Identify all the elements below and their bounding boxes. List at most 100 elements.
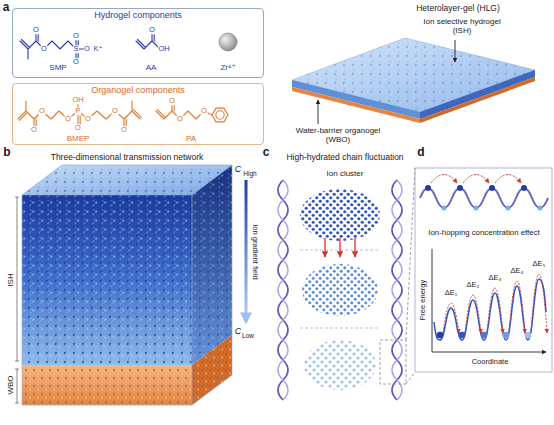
hop-arcs-energy xyxy=(443,274,547,333)
atom-label: O xyxy=(177,115,184,123)
atom-label: O xyxy=(149,26,156,34)
panel-heading: Ion-hopping concentration effect xyxy=(428,229,539,238)
art-circle xyxy=(538,206,543,211)
flow-arrow xyxy=(339,238,340,257)
energy-barrier-label: ΔE₄ xyxy=(510,267,523,275)
art-path xyxy=(495,175,521,184)
ion-hopping-panel xyxy=(415,168,552,372)
ion-cluster-low xyxy=(304,340,376,390)
leader-arrow xyxy=(455,40,456,62)
art-circle xyxy=(457,185,463,191)
art-circle xyxy=(521,185,527,191)
cluster-divider xyxy=(300,250,380,328)
cube-right-texture xyxy=(192,165,232,365)
ion-cluster-mid xyxy=(302,264,378,316)
subscript: High xyxy=(243,170,256,177)
slab-right-wbo xyxy=(420,77,535,123)
energy-barrier-label: ΔE₂ xyxy=(467,281,480,289)
callout-text: Ion cluster xyxy=(327,170,364,179)
art-circle xyxy=(474,206,479,211)
panel-letter: c xyxy=(263,146,270,159)
zr-ion xyxy=(219,33,237,51)
box-heading: Organogel components xyxy=(91,85,185,95)
energy-barrier-label: ΔE₃ xyxy=(488,274,501,282)
atom-label: O xyxy=(33,26,40,34)
art-circle xyxy=(489,185,495,191)
gradient-label: Ion gradient field xyxy=(251,224,259,279)
layer-callout: Water-barrier organogel (WBO) xyxy=(288,127,388,145)
ion-cluster-high xyxy=(300,189,380,241)
phenyl-ring-inner xyxy=(216,111,224,119)
atom-label: K⁺ xyxy=(93,45,103,53)
art-circle xyxy=(525,332,532,339)
chain-column xyxy=(278,168,415,400)
slab-left-ish xyxy=(292,80,420,119)
atom-label: P xyxy=(75,107,81,115)
zoom-frame xyxy=(415,168,552,372)
zoom-lines xyxy=(406,168,415,384)
molecule-name: AA xyxy=(146,64,157,73)
axis-label: Coordinate xyxy=(472,358,509,366)
art-circle xyxy=(437,332,444,339)
energy-curve xyxy=(434,279,546,340)
well-ions xyxy=(437,332,532,339)
layer-name: WBO xyxy=(7,375,16,394)
atom-label: O xyxy=(65,115,72,123)
atom-label: O xyxy=(41,45,48,53)
art-path xyxy=(531,274,547,333)
ion-dots xyxy=(425,185,527,191)
panel-letter: d xyxy=(417,146,424,159)
art-circle xyxy=(503,332,510,339)
art-circle xyxy=(481,332,488,339)
pa-structure xyxy=(156,101,212,119)
helix-right-b xyxy=(392,180,402,400)
panel-heading: Three-dimensional transmission network xyxy=(51,153,204,162)
atom-label: O xyxy=(201,107,208,115)
zoom-box xyxy=(380,340,406,384)
art-path xyxy=(431,175,457,184)
cube-front-wbo xyxy=(22,365,192,405)
art-path xyxy=(443,303,459,333)
component-box: Organogel components xyxy=(12,83,264,145)
atom-label: O xyxy=(112,107,119,115)
art-circle xyxy=(425,185,431,191)
slab-top-texture xyxy=(292,38,535,112)
heterolayer-slab xyxy=(292,38,535,124)
art-path xyxy=(509,281,525,333)
leader-arrow xyxy=(318,100,319,124)
molecule-name: BMEP xyxy=(67,135,90,144)
helix-left-a xyxy=(278,180,288,400)
cube-edges xyxy=(22,165,232,405)
network-cube xyxy=(15,165,246,405)
chain-wave xyxy=(420,188,548,208)
phenyl-ring xyxy=(212,108,228,122)
atom-label: O xyxy=(121,126,128,134)
panel-heading: High-hydrated chain fluctuation xyxy=(286,153,403,162)
atom-label: O xyxy=(75,124,82,132)
art-path xyxy=(487,288,503,333)
art-path xyxy=(465,295,481,333)
smp-structure xyxy=(20,30,87,62)
molecule-name: SMP xyxy=(49,64,66,73)
cube-front-texture xyxy=(22,195,192,365)
axis-label: Free energy xyxy=(419,280,427,320)
layer-bracket xyxy=(15,197,19,403)
art-path xyxy=(463,175,489,184)
helix-left-b xyxy=(278,180,288,400)
energy-barrier-label: ΔE₅ xyxy=(532,260,545,268)
atom-label: O xyxy=(39,107,46,115)
panel-letter: a xyxy=(3,1,10,14)
ion-dots-light xyxy=(442,206,543,211)
atom-label: O xyxy=(169,97,176,105)
helix-right-a xyxy=(392,180,402,400)
cube-front-ish xyxy=(22,195,192,365)
atom-label: O xyxy=(31,126,38,134)
atom-label: O xyxy=(84,45,91,53)
layer-callout: Ion selective hydrogel (ISH) xyxy=(413,18,511,36)
atom-label: O xyxy=(85,115,92,123)
